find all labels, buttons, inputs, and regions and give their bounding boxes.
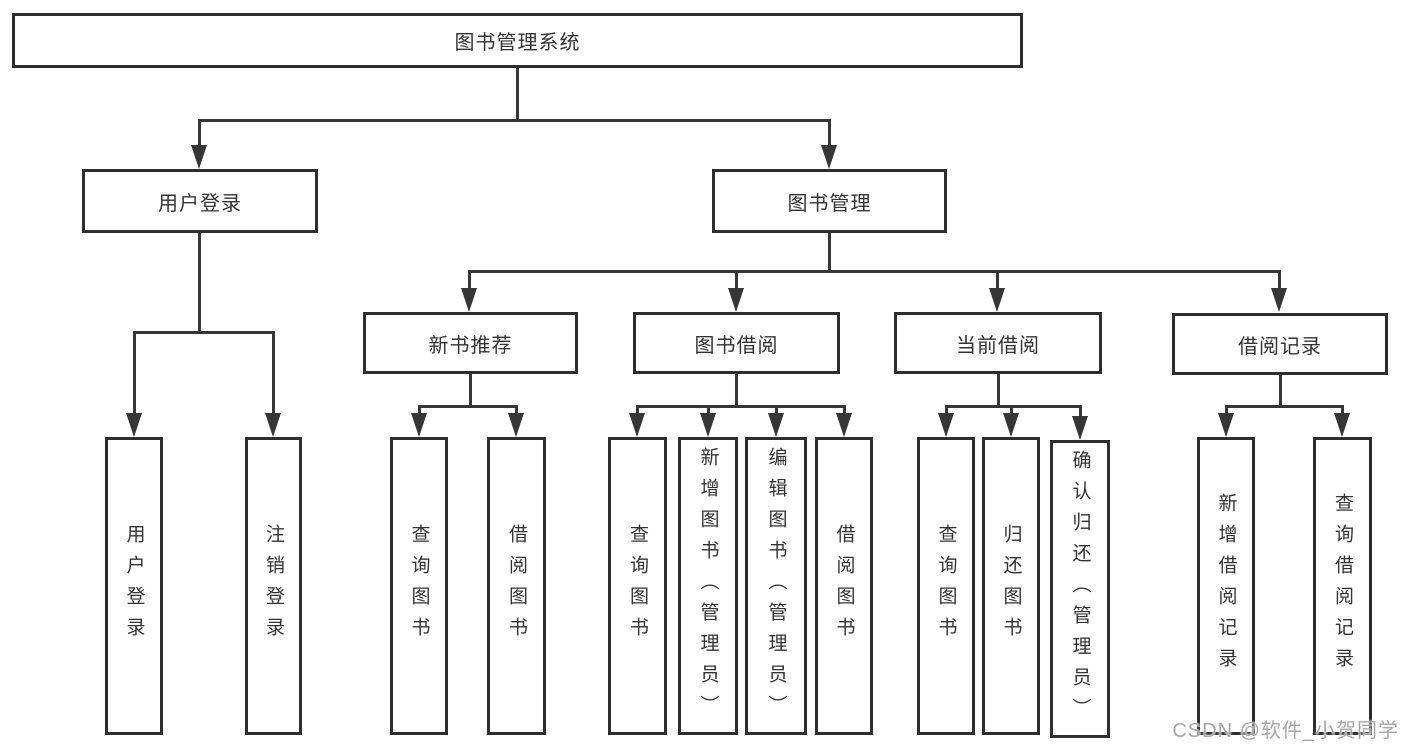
node-leaf-query-book-3-label: 查询图书: [935, 524, 957, 648]
connector-line: [945, 405, 948, 417]
connector-line: [1279, 375, 1282, 408]
node-leaf-borrow-book-1-label: 借阅图书: [506, 524, 527, 648]
connector-line: [1225, 405, 1228, 417]
node-new-book-recommend-label: 新书推荐: [428, 334, 513, 357]
node-book-borrow-label: 图书借阅: [694, 334, 779, 357]
node-user-login-label: 用户登录: [158, 192, 242, 215]
node-leaf-query-book-1: 查询图书: [390, 437, 448, 735]
connector-line: [1010, 405, 1013, 417]
arrow-down-icon: [126, 413, 142, 437]
connector-line: [735, 374, 738, 408]
arrow-down-icon: [1218, 413, 1234, 437]
connector-line: [828, 233, 831, 272]
arrow-down-icon: [1334, 413, 1350, 437]
connector-line: [735, 270, 738, 292]
arrow-down-icon: [1271, 288, 1287, 312]
connector-line: [418, 405, 518, 408]
node-leaf-add-borrow-record: 新增借阅记录: [1197, 437, 1255, 735]
connector-line: [828, 119, 831, 151]
connector-line: [198, 119, 831, 122]
arrow-down-icon: [629, 413, 645, 437]
arrow-down-icon: [700, 413, 716, 437]
connector-line: [468, 270, 471, 292]
node-borrow-record-label: 借阅记录: [1238, 335, 1322, 358]
node-new-book-recommend: 新书推荐: [363, 312, 578, 374]
connector-line: [516, 68, 519, 121]
arrow-down-icon: [461, 288, 477, 312]
connector-line: [636, 405, 639, 417]
node-leaf-query-borrow-record-label: 查询借阅记录: [1332, 493, 1353, 679]
connector-line: [997, 374, 1000, 408]
connector-line: [945, 405, 1081, 408]
arrow-down-icon: [728, 288, 744, 312]
arrow-down-icon: [1072, 416, 1088, 440]
connector-line: [198, 119, 201, 151]
node-leaf-borrow-book-1: 借阅图书: [487, 437, 546, 735]
node-leaf-logout: 注销登录: [245, 437, 302, 735]
arrow-down-icon: [989, 288, 1005, 312]
arrow-down-icon: [411, 413, 427, 437]
connector-line: [775, 405, 778, 417]
connector-line: [133, 331, 275, 334]
connector-line: [468, 270, 1281, 273]
node-leaf-user-login-label: 用户登录: [123, 524, 145, 648]
arrow-down-icon: [821, 145, 837, 169]
node-leaf-add-borrow-record-label: 新增借阅记录: [1215, 493, 1237, 679]
node-leaf-borrow-book-2-label: 借阅图书: [833, 524, 855, 648]
connector-line: [1225, 405, 1344, 408]
connector-line: [636, 405, 845, 408]
node-current-borrow-label: 当前借阅: [956, 334, 1040, 357]
node-book-management-label: 图书管理: [787, 192, 872, 215]
arrow-down-icon: [191, 145, 207, 169]
csdn-watermark: CSDN @软件_小贺同学: [1172, 720, 1399, 742]
arrow-down-icon: [508, 413, 524, 437]
node-leaf-query-book-2: 查询图书: [608, 437, 667, 735]
node-leaf-query-borrow-record: 查询借阅记录: [1313, 437, 1372, 735]
node-leaf-edit-book-admin-label: 编辑图书（管理员）: [765, 446, 787, 726]
node-leaf-query-book-3: 查询图书: [917, 437, 975, 735]
node-leaf-add-book-admin-label: 新增图书（管理员）: [697, 446, 719, 726]
node-leaf-confirm-return-admin-label: 确认归还（管理员）: [1069, 449, 1091, 729]
node-leaf-edit-book-admin: 编辑图书（管理员）: [745, 437, 807, 735]
connector-line: [469, 374, 472, 408]
connector-line: [198, 233, 201, 334]
node-current-borrow: 当前借阅: [894, 312, 1102, 374]
node-book-borrow: 图书借阅: [633, 312, 840, 374]
node-leaf-confirm-return-admin: 确认归还（管理员）: [1050, 440, 1110, 738]
node-leaf-query-book-2-label: 查询图书: [627, 524, 648, 648]
connector-line: [1278, 270, 1281, 292]
node-leaf-user-login: 用户登录: [105, 437, 163, 735]
node-root-label: 图书管理系统: [454, 32, 581, 54]
arrow-down-icon: [1003, 413, 1019, 437]
node-leaf-query-book-1-label: 查询图书: [408, 524, 430, 648]
arrow-down-icon: [938, 413, 954, 437]
node-leaf-add-book-admin: 新增图书（管理员）: [678, 437, 738, 735]
connector-line: [996, 270, 999, 292]
node-book-management: 图书管理: [712, 169, 947, 233]
connector-line: [707, 405, 710, 417]
connector-line: [1341, 405, 1344, 417]
node-root: 图书管理系统: [12, 13, 1023, 68]
node-leaf-return-book: 归还图书: [982, 437, 1040, 735]
connector-line: [418, 405, 421, 417]
node-leaf-logout-label: 注销登录: [263, 524, 284, 648]
node-leaf-return-book-label: 归还图书: [1000, 524, 1022, 648]
node-borrow-record: 借阅记录: [1172, 313, 1388, 375]
connector-line: [515, 405, 518, 417]
connector-line: [133, 331, 136, 415]
node-user-login: 用户登录: [82, 169, 318, 233]
arrow-down-icon: [768, 413, 784, 437]
connector-line: [272, 331, 275, 415]
node-leaf-borrow-book-2: 借阅图书: [815, 437, 873, 735]
arrow-down-icon: [836, 413, 852, 437]
connector-line: [1079, 405, 1082, 419]
arrow-down-icon: [265, 413, 281, 437]
connector-line: [843, 405, 846, 417]
